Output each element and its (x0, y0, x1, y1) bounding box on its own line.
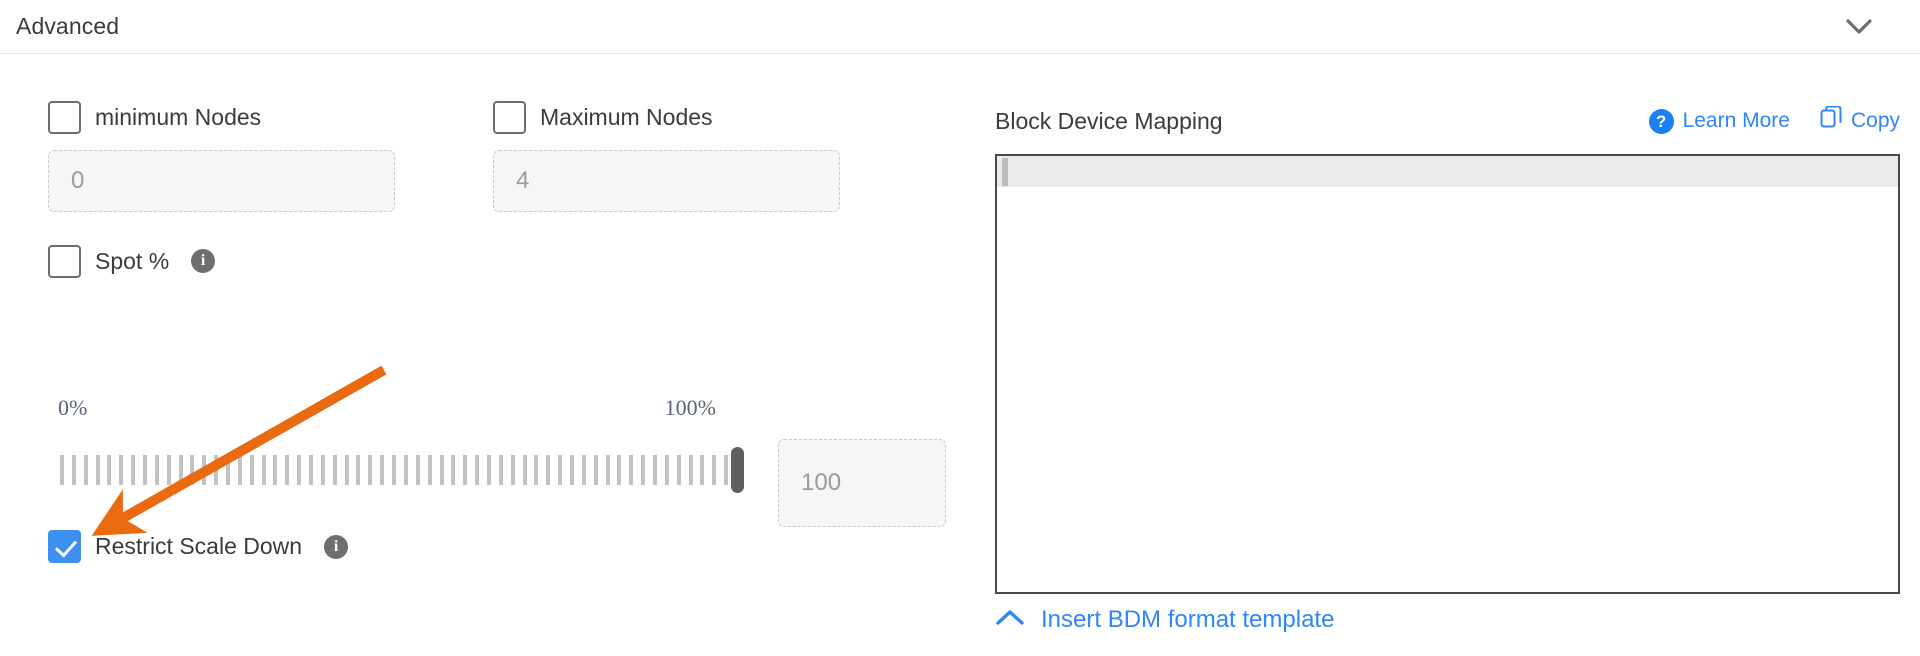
spot-percent-slider[interactable] (48, 447, 748, 493)
maximum-nodes-group: Maximum Nodes 4 (493, 100, 848, 212)
bdm-title: Block Device Mapping (995, 107, 1223, 134)
learn-more-label: Learn More (1682, 109, 1790, 132)
slider-min-label: 0% (58, 395, 88, 420)
info-icon[interactable]: i (324, 534, 349, 559)
learn-more-link[interactable]: ? Learn More (1648, 108, 1790, 134)
info-icon[interactable]: i (191, 249, 216, 273)
minimum-nodes-input[interactable]: 0 (48, 150, 395, 212)
chevron-up-icon (995, 606, 1025, 634)
slider-ticks (60, 455, 740, 485)
maximum-nodes-input[interactable]: 4 (493, 150, 840, 212)
chevron-down-icon[interactable] (1842, 10, 1876, 44)
bdm-actions: ? Learn More Copy (1648, 105, 1900, 136)
restrict-scale-down-label: Restrict Scale Down (95, 533, 303, 559)
help-circle-icon: ? (1648, 108, 1674, 134)
bdm-code-editor[interactable] (995, 154, 1900, 594)
copy-label: Copy (1850, 109, 1900, 132)
insert-bdm-template-link[interactable]: Insert BDM format template (995, 606, 1334, 634)
slider-thumb[interactable] (731, 447, 744, 493)
minimum-nodes-label: minimum Nodes (95, 103, 262, 130)
insert-bdm-template-label: Insert BDM format template (1041, 606, 1335, 633)
spot-percent-checkbox[interactable] (48, 244, 81, 278)
editor-active-line (997, 156, 1898, 187)
minimum-nodes-checkbox[interactable] (48, 100, 81, 134)
page-title: Advanced (16, 13, 120, 39)
spot-percent-slider-block: 0% 100% 100 (48, 395, 988, 527)
restrict-scale-down-checkbox[interactable] (48, 530, 81, 563)
spot-percent-label: Spot % (95, 247, 170, 274)
section-header: Advanced (0, 0, 1920, 54)
slider-max-label: 100% (664, 395, 716, 420)
bdm-header: Block Device Mapping ? Learn More Copy (995, 104, 1900, 138)
maximum-nodes-label: Maximum Nodes (540, 103, 713, 130)
copy-button[interactable]: Copy (1820, 105, 1900, 136)
slider-range-labels: 0% 100% (48, 395, 738, 423)
scaling-options: minimum Nodes 0 Maximum Nodes 4 Spot % i (48, 100, 908, 278)
spot-percent-input[interactable]: 100 (778, 439, 946, 527)
spot-percent-row: Spot % i (48, 244, 908, 278)
block-device-mapping-panel: Block Device Mapping ? Learn More Copy (995, 104, 1900, 634)
minimum-nodes-group: minimum Nodes 0 (48, 100, 403, 212)
copy-icon (1820, 105, 1842, 136)
editor-cursor (1002, 158, 1008, 186)
maximum-nodes-checkbox[interactable] (493, 100, 526, 134)
restrict-scale-down-row: Restrict Scale Down i (48, 530, 349, 563)
